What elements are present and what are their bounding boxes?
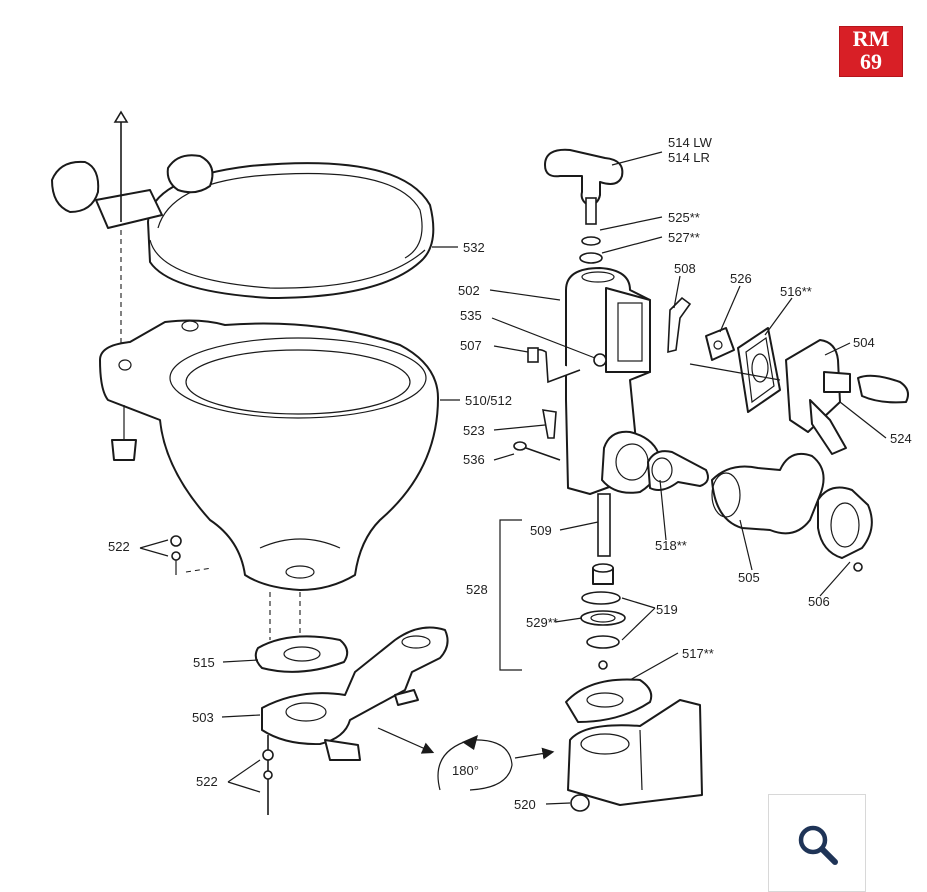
label-502: 502 xyxy=(458,283,480,298)
label-529: 529** xyxy=(526,615,558,630)
rotation-indicator xyxy=(377,727,555,791)
label-524: 524 xyxy=(890,431,912,446)
label-536: 536 xyxy=(463,452,485,467)
label-535: 535 xyxy=(460,308,482,323)
base-503 xyxy=(261,626,449,815)
label-505: 505 xyxy=(738,570,760,585)
piston-rod-509 xyxy=(580,493,626,670)
label-514-lw: 514 LW xyxy=(668,135,713,150)
housing-504 xyxy=(785,339,909,455)
label-517: 517** xyxy=(682,646,714,661)
flange-506 xyxy=(817,486,873,572)
label-526: 526 xyxy=(730,271,752,286)
label-504: 504 xyxy=(853,335,875,350)
plate-526 xyxy=(705,327,735,361)
label-522-top: 522 xyxy=(108,539,130,554)
label-518: 518** xyxy=(655,538,687,553)
label-525: 525** xyxy=(668,210,700,225)
gasket-515 xyxy=(254,635,349,673)
plug-520 xyxy=(570,794,590,812)
lever-507 xyxy=(527,347,581,384)
label-522-bottom: 522 xyxy=(196,774,218,789)
logo-line-1: RM xyxy=(852,26,890,51)
part-labels: 514 LW 514 LR 525** 527** 532 508 526 51… xyxy=(108,135,912,812)
label-520: 520 xyxy=(514,797,536,812)
bolt-536 xyxy=(513,441,561,461)
bolt-522-top xyxy=(170,535,213,575)
valve-plate-517 xyxy=(565,678,653,723)
label-506: 506 xyxy=(808,594,830,609)
label-503: 503 xyxy=(192,710,214,725)
pump-base xyxy=(567,699,703,806)
pin-523 xyxy=(542,409,557,439)
label-528: 528 xyxy=(466,582,488,597)
leader-lines xyxy=(139,151,887,805)
label-516: 516** xyxy=(780,284,812,299)
rm69-logo: RM 69 xyxy=(839,26,903,77)
label-510-512: 510/512 xyxy=(465,393,512,408)
label-519: 519 xyxy=(656,602,678,617)
label-509: 509 xyxy=(530,523,552,538)
label-180: 180° xyxy=(452,763,479,778)
bowl-510-512 xyxy=(99,319,439,591)
zoom-button[interactable] xyxy=(768,794,866,892)
seat-lid-532 xyxy=(51,110,435,345)
link-508 xyxy=(667,296,692,354)
joker-valve-518 xyxy=(647,450,709,491)
elbow-505 xyxy=(711,452,825,535)
label-514-lr: 514 LR xyxy=(668,150,710,165)
magnifier-icon xyxy=(798,825,838,865)
label-532: 532 xyxy=(463,240,485,255)
label-507: 507 xyxy=(460,338,482,353)
label-515: 515 xyxy=(193,655,215,670)
label-527: 527** xyxy=(668,230,700,245)
logo-line-2: 69 xyxy=(860,49,882,74)
handle-514 xyxy=(544,148,624,264)
label-508: 508 xyxy=(674,261,696,276)
label-523: 523 xyxy=(463,423,485,438)
gasket-516 xyxy=(737,327,781,413)
pump-body-502 xyxy=(565,267,661,495)
